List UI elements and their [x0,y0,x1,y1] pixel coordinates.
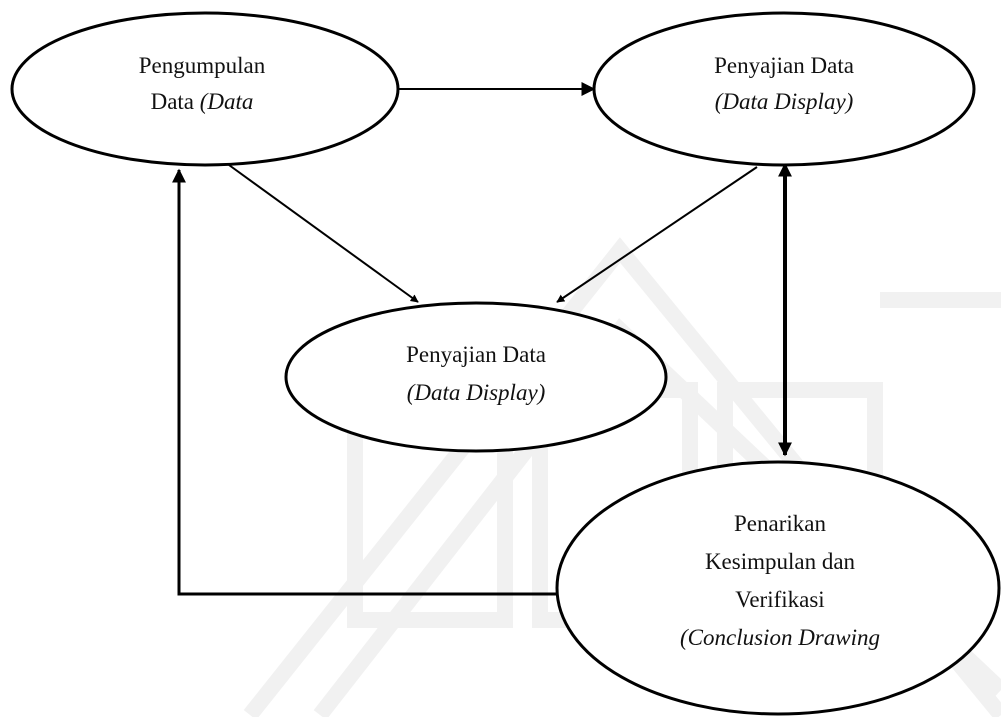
arrow-penyajian-top-to-penyajian-center [556,166,758,303]
node-pengumpulan-data: Pengumpulan Data (Data [10,11,400,167]
node-penyajian-center-line1: Penyajian Data [406,342,546,367]
node-penarikan-line4: (Conclusion Drawing [680,625,880,650]
node-pengumpulan-line2: Data (Data [151,89,254,114]
node-penyajian-data-top: Penyajian Data (Data Display) [592,11,976,167]
node-penyajian-center-line2: (Data Display) [407,380,546,405]
node-penarikan-line3: Verifikasi [735,587,824,612]
node-penyajian-data-center: Penyajian Data (Data Display) [284,301,668,453]
node-penarikan-kesimpulan: Penarikan Kesimpulan dan Verifikasi (Con… [555,460,1001,716]
node-penarikan-line2: Kesimpulan dan [705,549,856,574]
arrow-pengumpulan-to-penyajian-center [228,164,419,303]
node-penarikan-line1: Penarikan [734,511,826,536]
node-penyajian-top-line1: Penyajian Data [714,53,854,78]
node-penyajian-top-line2: (Data Display) [715,89,854,114]
node-pengumpulan-line1: Pengumpulan [139,53,266,78]
arrow-penarikan-to-pengumpulan [172,168,557,596]
node-pengumpulan-line2-normal: Data [151,89,200,114]
node-pengumpulan-line2-italic: (Data [200,89,254,114]
